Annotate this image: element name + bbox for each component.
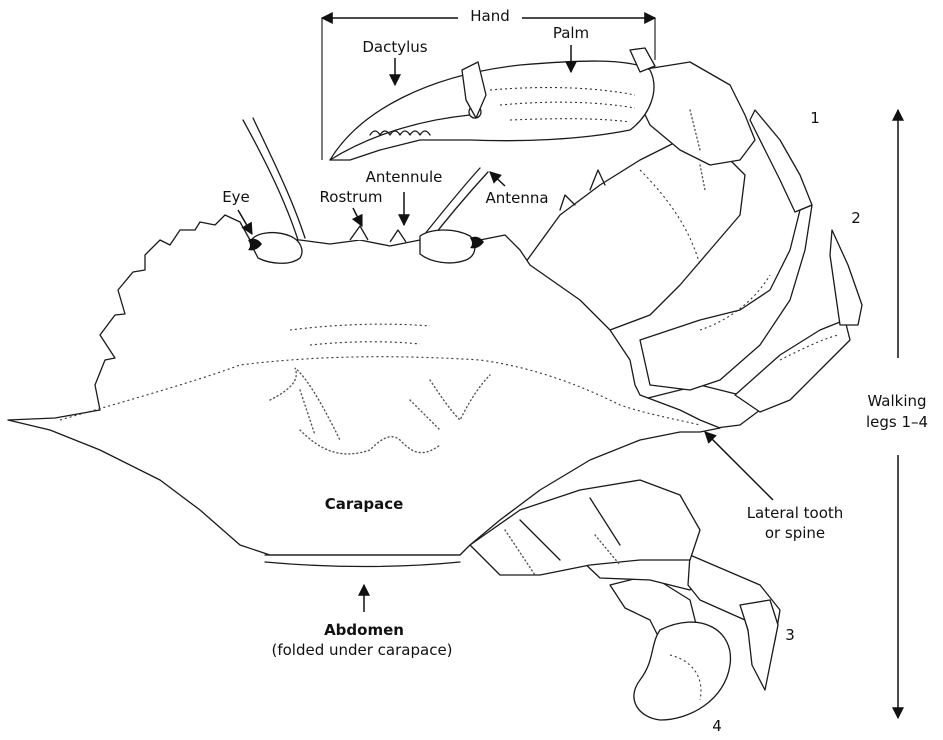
lateral-tooth-annotation: Lateral tooth or spine: [705, 432, 843, 542]
antenna-label: Antenna: [485, 189, 548, 207]
leg-number-1: 1: [810, 109, 820, 127]
cheliped-hand: [330, 48, 655, 160]
cheliped-carpus: [638, 62, 755, 165]
lateral-tooth-label-line1: Lateral tooth: [747, 504, 844, 522]
carapace-annotation: Carapace: [325, 495, 404, 513]
antenna-annotation: Antenna: [485, 172, 548, 207]
walking-legs-label-line1: Walking: [867, 392, 926, 410]
leg-number-4: 4: [712, 717, 722, 735]
walking-legs-label-line2: legs 1–4: [866, 413, 928, 431]
hand-label: Hand: [470, 7, 510, 25]
crab-illustration: [8, 48, 862, 720]
dactylus-annotation: Dactylus: [362, 38, 427, 85]
leg-number-2: 2: [851, 209, 861, 227]
abdomen-annotation: Abdomen (folded under carapace): [271, 585, 452, 659]
abdomen-note: (folded under carapace): [271, 641, 452, 659]
abdomen-label: Abdomen: [324, 621, 404, 639]
palm-label: Palm: [553, 24, 589, 42]
rostrum-annotation: Rostrum: [320, 188, 383, 226]
eye-label: Eye: [222, 188, 250, 206]
carapace-label: Carapace: [325, 495, 404, 513]
dactylus-label: Dactylus: [362, 38, 427, 56]
leg-number-3: 3: [785, 626, 795, 644]
lateral-tooth-label-line2: or spine: [765, 524, 825, 542]
rostrum-label: Rostrum: [320, 188, 383, 206]
antennule-label: Antennule: [366, 168, 443, 186]
walking-legs-annotation: Walking legs 1–4: [866, 110, 928, 718]
